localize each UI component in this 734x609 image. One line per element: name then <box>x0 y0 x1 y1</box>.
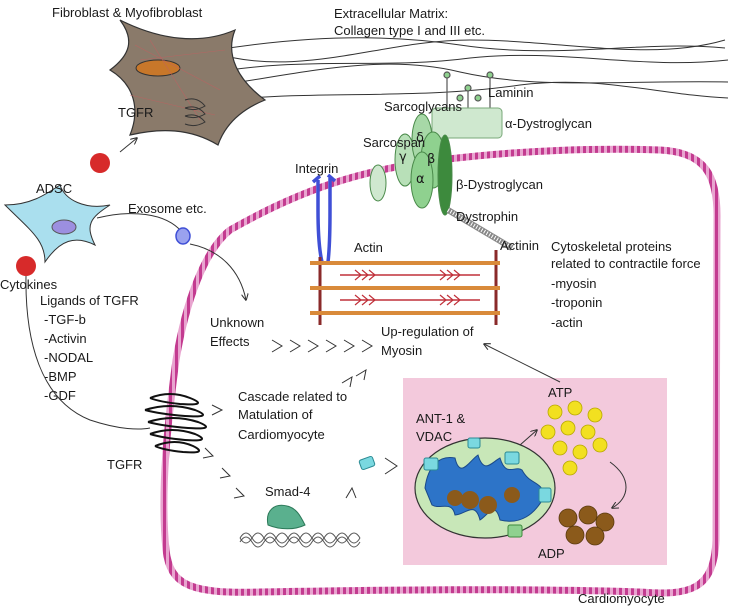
sarcomere <box>310 250 500 325</box>
cardiomyocyte-membrane <box>160 145 721 597</box>
cascade-line3: Cardiomyocyte <box>238 427 325 442</box>
adp-label: ADP <box>538 546 565 561</box>
ecm-fibers <box>159 37 729 101</box>
cytokines-label: Cytokines <box>0 277 58 292</box>
laminin-structure <box>443 71 494 110</box>
tgfr-receptor-bottom <box>144 393 207 454</box>
smad4-label: Smad-4 <box>265 484 311 499</box>
arrow-cascade-to-myosin-2 <box>355 368 367 381</box>
adsc-label: ADSC <box>36 181 72 196</box>
ant1-line1: ANT-1 & <box>416 411 465 426</box>
arrow-tgfr-down-1 <box>202 447 215 459</box>
exosome-label: Exosome etc. <box>128 201 207 216</box>
ligands-title: Ligands of TGFR <box>40 293 139 308</box>
ligands-list: -TGF-b -Activin -NODAL -BMP -GDF <box>44 312 93 403</box>
arrow-cascade-to-myosin-1 <box>341 375 353 388</box>
tgfr-bottom-label: TGFR <box>107 457 142 472</box>
mitochondrion <box>414 437 556 539</box>
ant1-line2: VDAC <box>416 429 452 444</box>
smad4-protein <box>266 504 306 530</box>
upregulation-line2: Myosin <box>381 343 422 358</box>
adsc-cell <box>3 184 111 264</box>
ecm-label-line1: Extracellular Matrix: <box>334 6 448 21</box>
ligand-item: -NODAL <box>44 350 93 365</box>
arrow-exosome-to-unknown <box>189 243 246 300</box>
upregulation-line1: Up-regulation of <box>381 324 474 339</box>
exosome-vesicle <box>175 227 191 245</box>
cascade-line1: Cascade related to <box>238 389 347 404</box>
adp-molecules <box>558 505 615 546</box>
unknown-effects-line1: Unknown <box>210 315 264 330</box>
fibroblast-cell <box>108 19 267 146</box>
cytoskeletal-line-2: related to contractile force <box>551 256 701 271</box>
beta-dystroglycan-label: β-Dystroglycan <box>456 177 543 192</box>
cytoskeletal-line-1: Cytoskeletal proteins <box>551 239 672 254</box>
alpha-dystroglycan-label: α-Dystroglycan <box>505 116 592 131</box>
fibroblast-label: Fibroblast & Myofibroblast <box>52 5 203 20</box>
sarcospan-label: Sarcospan <box>363 135 425 150</box>
cytokine-dot-top <box>90 153 110 173</box>
arrow-tgfr-down-2 <box>219 467 232 479</box>
ligand-item: -GDF <box>44 388 76 403</box>
sarcoglycan-cluster <box>369 113 453 216</box>
cytoskeletal-text: Cytoskeletal proteins related to contrac… <box>551 239 701 330</box>
arrow-to-mito <box>384 457 398 475</box>
delta-label: δ <box>416 131 424 146</box>
beta-label: β <box>427 152 435 167</box>
cytoskeletal-line-4: -troponin <box>551 295 602 310</box>
dystrophin-bar <box>446 207 514 251</box>
arrow-smad-up <box>345 486 357 499</box>
cytoskeletal-line-3: -myosin <box>551 276 597 291</box>
arrow-atp-to-myosin <box>484 344 561 383</box>
gamma-label: γ <box>399 150 407 165</box>
ligand-item: -BMP <box>44 369 77 384</box>
dna-helix <box>239 532 361 548</box>
actinin-label: Actinin <box>500 238 539 253</box>
transport-molecule <box>358 455 376 471</box>
arrow-mito-to-atp <box>519 430 537 446</box>
ligand-item: -Activin <box>44 331 87 346</box>
exosome-line <box>96 213 183 233</box>
atp-molecules <box>540 400 608 476</box>
tgfr-top-label: TGFR <box>118 105 153 120</box>
alpha-label: α <box>416 172 425 187</box>
alpha-dystroglycan-box <box>431 107 503 139</box>
arrow-tgfr-down-3 <box>233 487 246 499</box>
cytokine-line-to-tgfr <box>25 275 151 430</box>
arrows-to-upregulation <box>271 339 373 353</box>
cardiomyocyte-label: Cardiomyocyte <box>578 591 665 606</box>
cytokine-dot-bottom <box>16 256 36 276</box>
laminin-label: Laminin <box>488 85 534 100</box>
dystrophin-label: Dystrophin <box>456 209 518 224</box>
integrin-label: Integrin <box>295 161 338 176</box>
actin-label: Actin <box>354 240 383 255</box>
sarcoglycans-label: Sarcoglycans <box>384 99 463 114</box>
arrow-atp-to-adp <box>609 461 627 508</box>
ecm-label-line2: Collagen type I and III etc. <box>334 23 485 38</box>
atp-label: ATP <box>548 385 572 400</box>
ligand-item: -TGF-b <box>44 312 86 327</box>
arrow-adsc-to-fibroblast <box>119 138 137 153</box>
cytoskeletal-line-5: -actin <box>551 315 583 330</box>
cascade-line2: Matulation of <box>238 407 313 422</box>
unknown-effects-line2: Effects <box>210 334 250 349</box>
arrow-tgfr-to-cascade <box>211 404 224 416</box>
